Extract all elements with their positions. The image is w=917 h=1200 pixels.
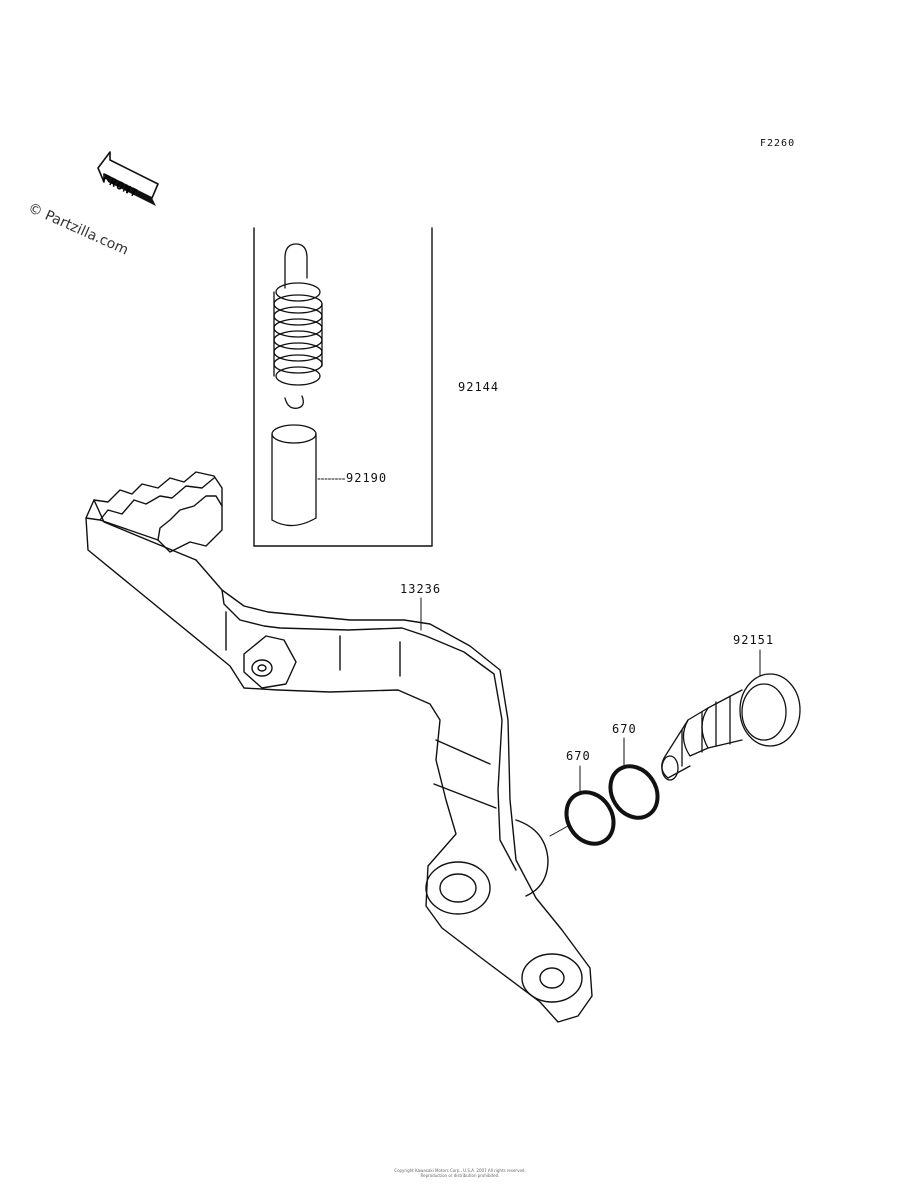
o-ring-right bbox=[608, 764, 660, 820]
subassembly-frame bbox=[253, 227, 433, 547]
callout-92144: 92144 bbox=[458, 380, 500, 394]
return-spring bbox=[273, 243, 323, 409]
callout-92190: 92190 bbox=[346, 471, 388, 485]
copyright-line-1: Copyright Kawasaki Motors Corp., U.S.A. … bbox=[394, 1168, 526, 1173]
callout-13236: 13236 bbox=[400, 582, 442, 596]
callout-92151: 92151 bbox=[733, 633, 775, 647]
callout-670-left: 670 bbox=[566, 749, 591, 763]
sleeve bbox=[271, 424, 317, 527]
figure-id: F2260 bbox=[760, 138, 796, 149]
front-arrow-icon bbox=[97, 151, 159, 206]
leader-ring-pedal bbox=[549, 825, 569, 837]
callout-670-right: 670 bbox=[612, 722, 637, 736]
copyright-notice: Copyright Kawasaki Motors Corp., U.S.A. … bbox=[340, 1168, 580, 1178]
o-ring-left bbox=[564, 790, 616, 846]
pivot-shaft bbox=[661, 673, 801, 781]
brake-pedal bbox=[85, 471, 593, 1023]
copyright-line-2: Reproduction or distribution prohibited. bbox=[420, 1173, 500, 1178]
